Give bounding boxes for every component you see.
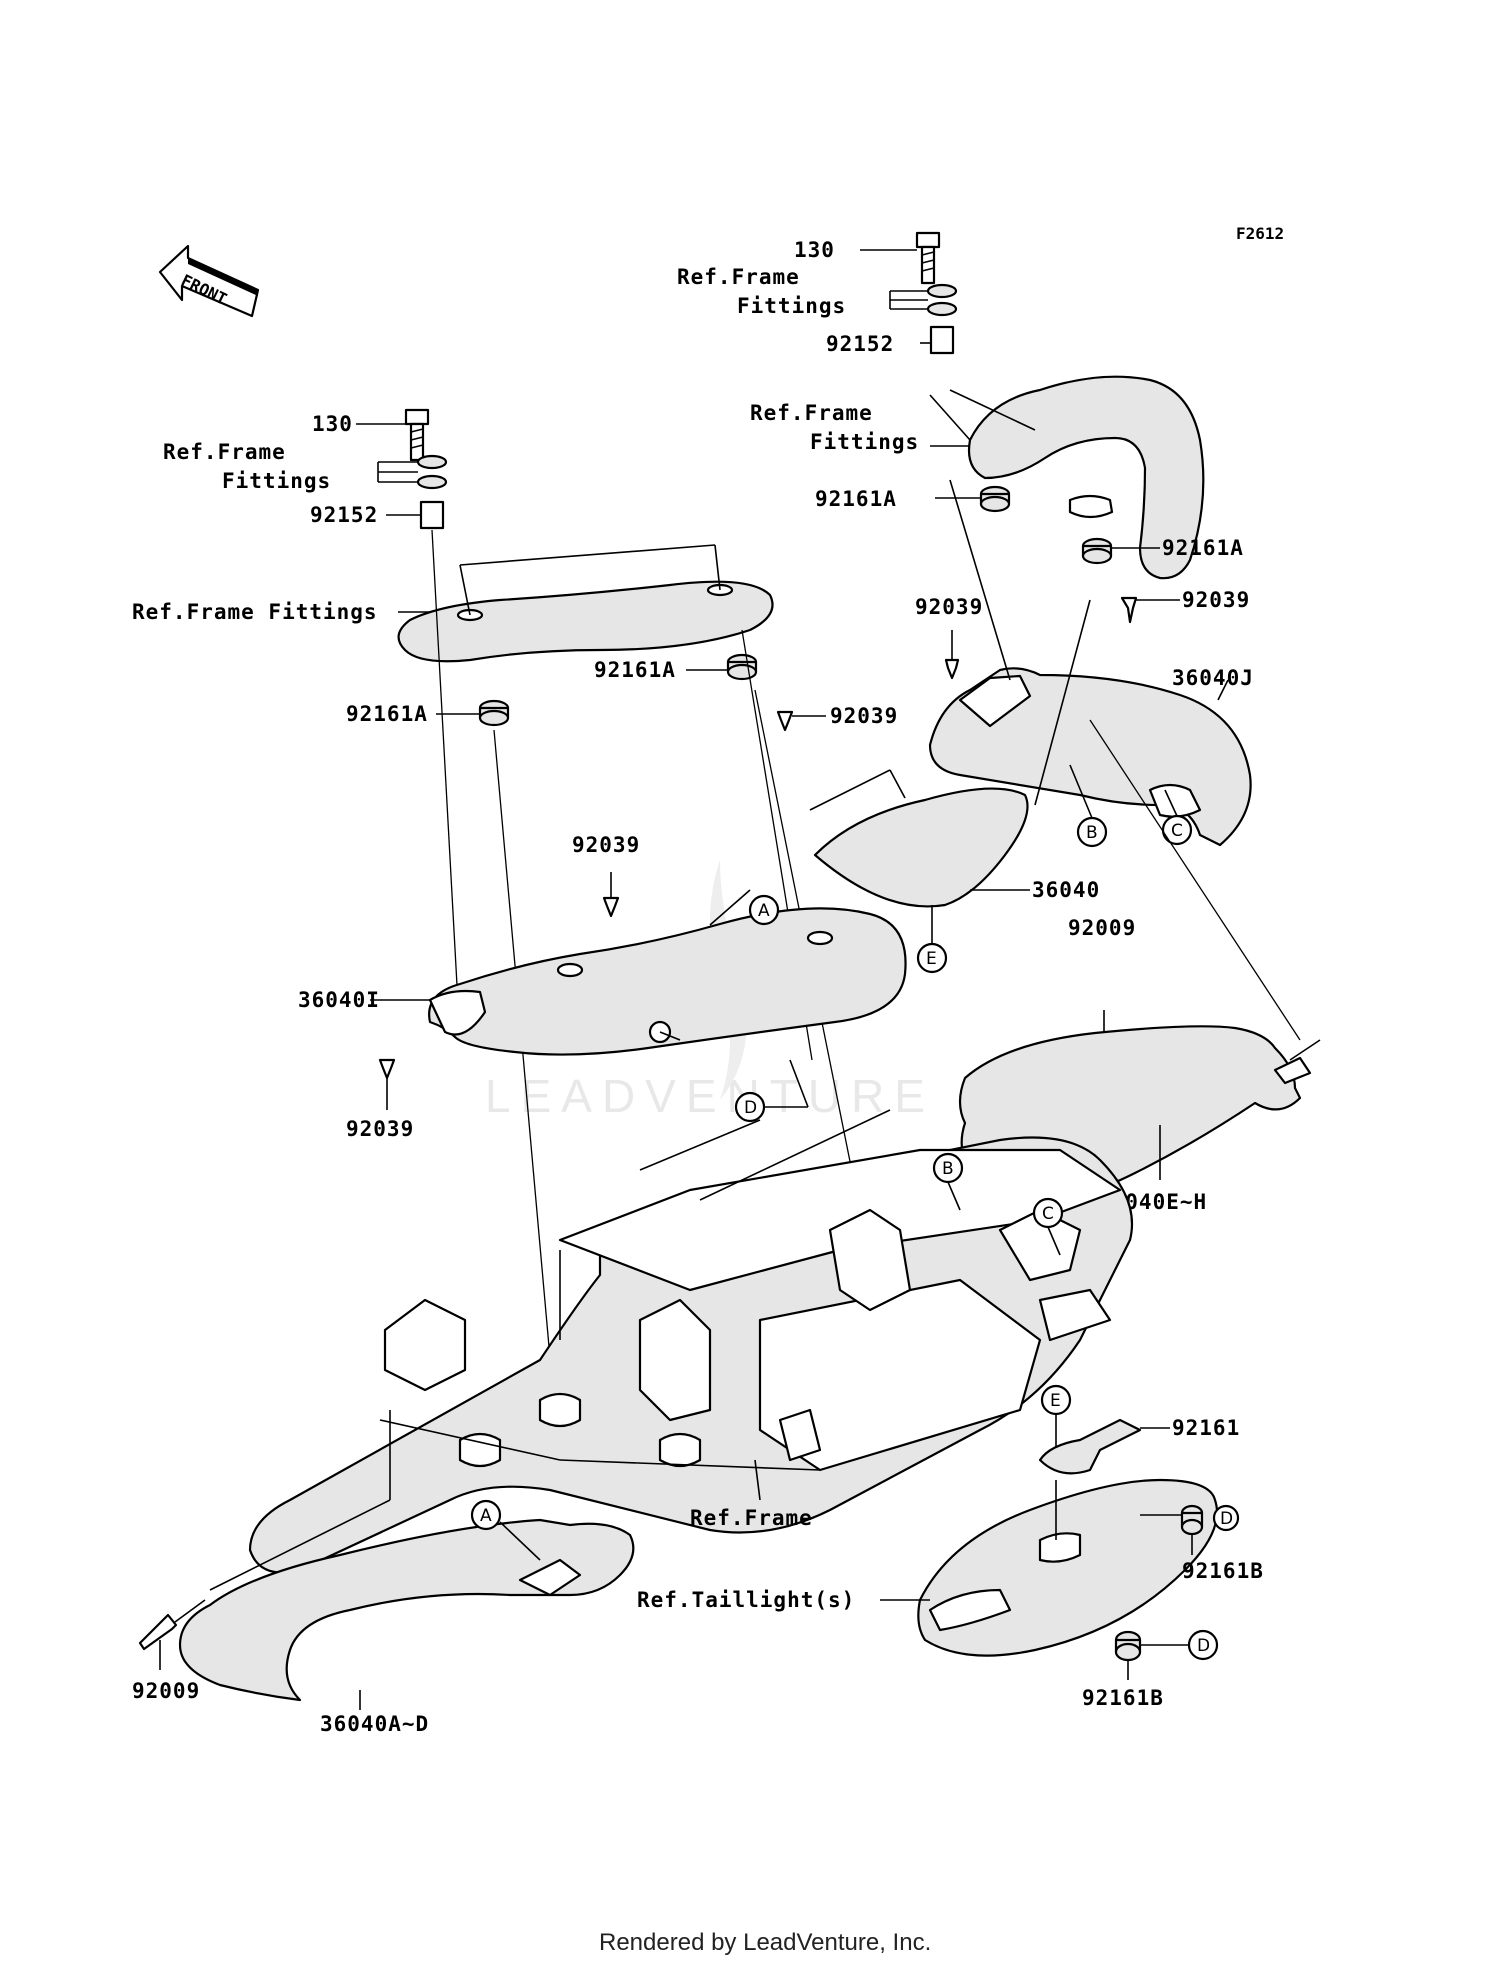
callout-e-cover: E <box>916 942 948 974</box>
label-ref-frame-fittings-grab: Ref.Frame Fittings <box>132 600 378 624</box>
label-92161a-r2: 92161A <box>1162 536 1244 560</box>
label-ref-frame-mid: Ref.Frame <box>750 401 873 425</box>
clip-92039-c1 <box>944 658 960 680</box>
label-130-left: 130 <box>312 412 353 436</box>
diagram-code: F2612 <box>1236 224 1284 243</box>
label-fittings-left: Fittings <box>222 469 331 493</box>
clip-92039-c2 <box>776 710 794 732</box>
washer-top-1 <box>926 283 958 299</box>
callout-c-frame: C <box>1032 1197 1064 1229</box>
washer-top-2 <box>926 301 958 317</box>
cover-36040a-d <box>178 1518 635 1702</box>
callout-b-cover: B <box>1076 816 1108 848</box>
watermark: LEADVENTURE <box>485 1070 935 1122</box>
damper-92161a-r1 <box>979 485 1011 513</box>
damper-92161a-c <box>726 653 758 681</box>
svg-text:B: B <box>942 1159 954 1179</box>
label-92161a-l: 92161A <box>346 702 428 726</box>
label-92152-top: 92152 <box>826 332 894 356</box>
callout-d-taillight-2: D <box>1187 1629 1219 1661</box>
label-92009-l: 92009 <box>132 1679 200 1703</box>
label-92009-r: 92009 <box>1068 916 1136 940</box>
svg-text:D: D <box>744 1098 757 1118</box>
callout-e-taillight: E <box>1040 1384 1072 1416</box>
label-92039-r: 92039 <box>1182 588 1250 612</box>
label-36040a-d: 36040A~D <box>320 1712 429 1736</box>
damper-92161a-l <box>478 699 510 727</box>
label-92039-c1: 92039 <box>915 595 983 619</box>
label-ref-frame-main: Ref.Frame <box>690 1506 813 1530</box>
callout-d-taillight-1: D <box>1212 1504 1240 1532</box>
front-arrow-icon: FRONT <box>158 244 260 318</box>
callout-a-top: A <box>748 894 780 926</box>
label-92152-left: 92152 <box>310 503 378 527</box>
cover-36040 <box>813 787 1029 908</box>
callout-b-frame: B <box>932 1152 964 1184</box>
svg-text:E: E <box>1050 1391 1061 1411</box>
callout-a-bottom: A <box>470 1499 502 1531</box>
svg-text:A: A <box>480 1506 492 1526</box>
clip-92039-r <box>1120 596 1138 624</box>
label-92161a-c: 92161A <box>594 658 676 682</box>
grab-bar-front <box>397 580 774 663</box>
label-ref-frame-left: Ref.Frame <box>163 440 286 464</box>
svg-text:A: A <box>758 901 770 921</box>
svg-text:B: B <box>1086 823 1098 843</box>
label-fittings-top: Fittings <box>737 294 846 318</box>
damper-92161b-1 <box>1180 1504 1204 1536</box>
label-92039-c2: 92039 <box>830 704 898 728</box>
label-36040: 36040 <box>1032 878 1100 902</box>
washer-left-1 <box>416 454 448 470</box>
taillight-ref <box>917 1478 1219 1657</box>
label-ref-frame-top: Ref.Frame <box>677 265 800 289</box>
label-fittings-mid: Fittings <box>810 430 919 454</box>
collar-92152-top <box>929 325 955 355</box>
bolt-130-left <box>404 408 430 462</box>
label-92161a-r1: 92161A <box>815 487 897 511</box>
cover-36040i <box>428 907 907 1056</box>
svg-text:C: C <box>1171 821 1183 841</box>
label-92039-bl: 92039 <box>346 1117 414 1141</box>
svg-text:C: C <box>1042 1204 1054 1224</box>
clip-92039-l <box>602 896 620 918</box>
svg-text:D: D <box>1220 1509 1233 1529</box>
screw-92009-l <box>138 1613 178 1651</box>
label-36040j: 36040J <box>1172 666 1254 690</box>
bolt-130-top <box>915 231 941 285</box>
callout-d-cover: D <box>734 1091 766 1123</box>
clip-92039-bl <box>378 1058 396 1080</box>
damper-92161a-r2 <box>1081 537 1113 565</box>
grommet-92161 <box>1038 1418 1142 1475</box>
label-92161: 92161 <box>1172 1416 1240 1440</box>
collar-92152-left <box>419 500 445 530</box>
label-92161b-2: 92161B <box>1082 1686 1164 1710</box>
label-130-top: 130 <box>794 238 835 262</box>
washer-left-2 <box>416 474 448 490</box>
damper-92161b-2 <box>1114 1630 1142 1662</box>
rear-frame <box>248 1109 1134 1574</box>
footer-credit: Rendered by LeadVenture, Inc. <box>599 1929 931 1956</box>
svg-text:D: D <box>1197 1636 1210 1656</box>
callout-c-cover: C <box>1161 814 1193 846</box>
label-36040i: 36040I <box>298 988 380 1012</box>
svg-text:E: E <box>926 949 937 969</box>
label-92161b-1: 92161B <box>1182 1559 1264 1583</box>
label-ref-taillights: Ref.Taillight(s) <box>637 1588 855 1612</box>
label-92039-l: 92039 <box>572 833 640 857</box>
